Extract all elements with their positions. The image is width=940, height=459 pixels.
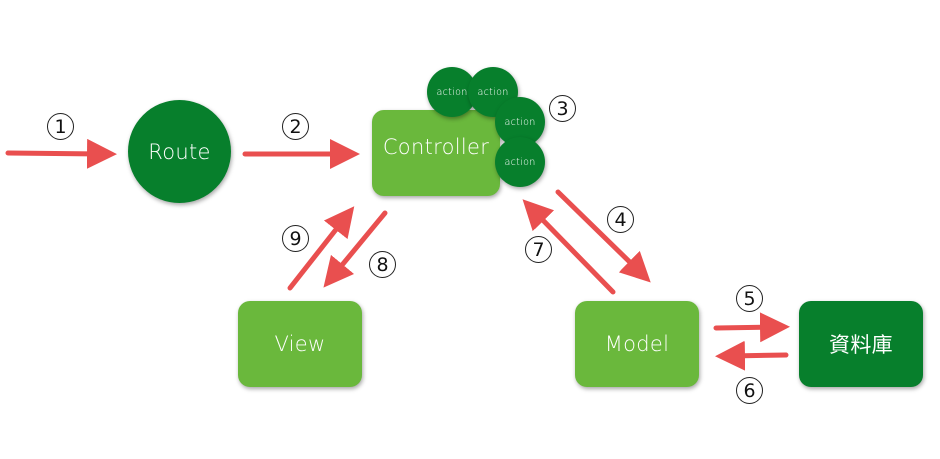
model-node: Model: [575, 301, 699, 387]
step-3: 3: [549, 95, 576, 122]
step-2: 2: [282, 113, 309, 140]
arrow-6: [715, 340, 789, 371]
arrow-1: [5, 138, 117, 169]
database-node: 資料庫: [799, 301, 923, 387]
step-9: 9: [282, 225, 309, 252]
route-node: Route: [128, 100, 231, 203]
step-6: 6: [736, 377, 763, 404]
model-label: Model: [604, 332, 670, 356]
controller-label: Controller: [382, 135, 490, 159]
controller-node: Controller: [372, 110, 500, 196]
view-node: View: [238, 301, 362, 387]
step-7: 7: [525, 236, 552, 263]
action-node: action: [495, 137, 545, 187]
arrow-7: [522, 199, 616, 295]
view-label: View: [274, 332, 326, 356]
step-5: 5: [736, 285, 763, 312]
arrow-8: [323, 210, 388, 288]
arrow-9: [287, 206, 355, 291]
step-4: 4: [607, 206, 634, 233]
arrow-5: [713, 312, 790, 343]
route-label: Route: [148, 139, 211, 164]
arrow-4: [555, 189, 651, 283]
database-label: 資料庫: [829, 333, 893, 357]
step-1: 1: [47, 113, 74, 140]
step-8: 8: [369, 251, 396, 278]
